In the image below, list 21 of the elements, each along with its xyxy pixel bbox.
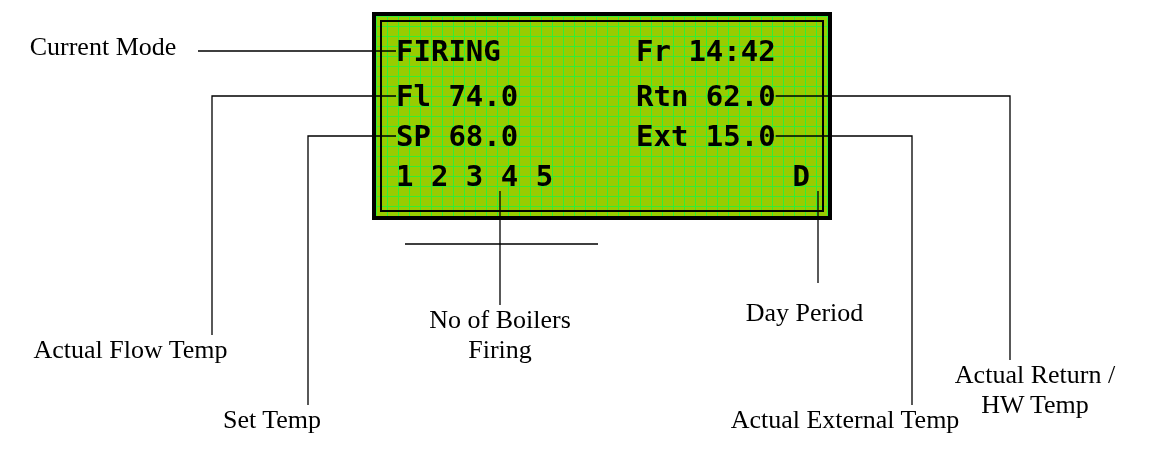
lcd-display-panel bbox=[372, 12, 832, 220]
leader-line bbox=[817, 190, 819, 284]
display-readout: SP 68.0 bbox=[396, 121, 519, 151]
leader-line bbox=[307, 135, 397, 406]
callout-label: Actual Flow Temp bbox=[18, 335, 243, 365]
leader-line bbox=[775, 95, 1011, 361]
display-readout: Fl 74.0 bbox=[396, 81, 519, 111]
callout-label: Set Temp bbox=[212, 405, 332, 435]
display-readout: Fr 14:42 bbox=[636, 36, 776, 66]
callout-label: No of Boilers Firing bbox=[400, 305, 600, 365]
leader-line bbox=[404, 190, 599, 306]
callout-label: Day Period bbox=[742, 298, 867, 328]
display-readout: FIRING bbox=[396, 36, 501, 66]
display-readout: Ext 15.0 bbox=[636, 121, 776, 151]
display-readout: Rtn 62.0 bbox=[636, 81, 776, 111]
leader-line bbox=[211, 95, 397, 336]
display-readout: 1 2 3 4 5 bbox=[396, 161, 554, 191]
leader-line bbox=[197, 50, 397, 52]
display-readout: D bbox=[792, 161, 810, 191]
callout-label: Current Mode bbox=[8, 32, 198, 62]
leader-line bbox=[775, 135, 913, 406]
